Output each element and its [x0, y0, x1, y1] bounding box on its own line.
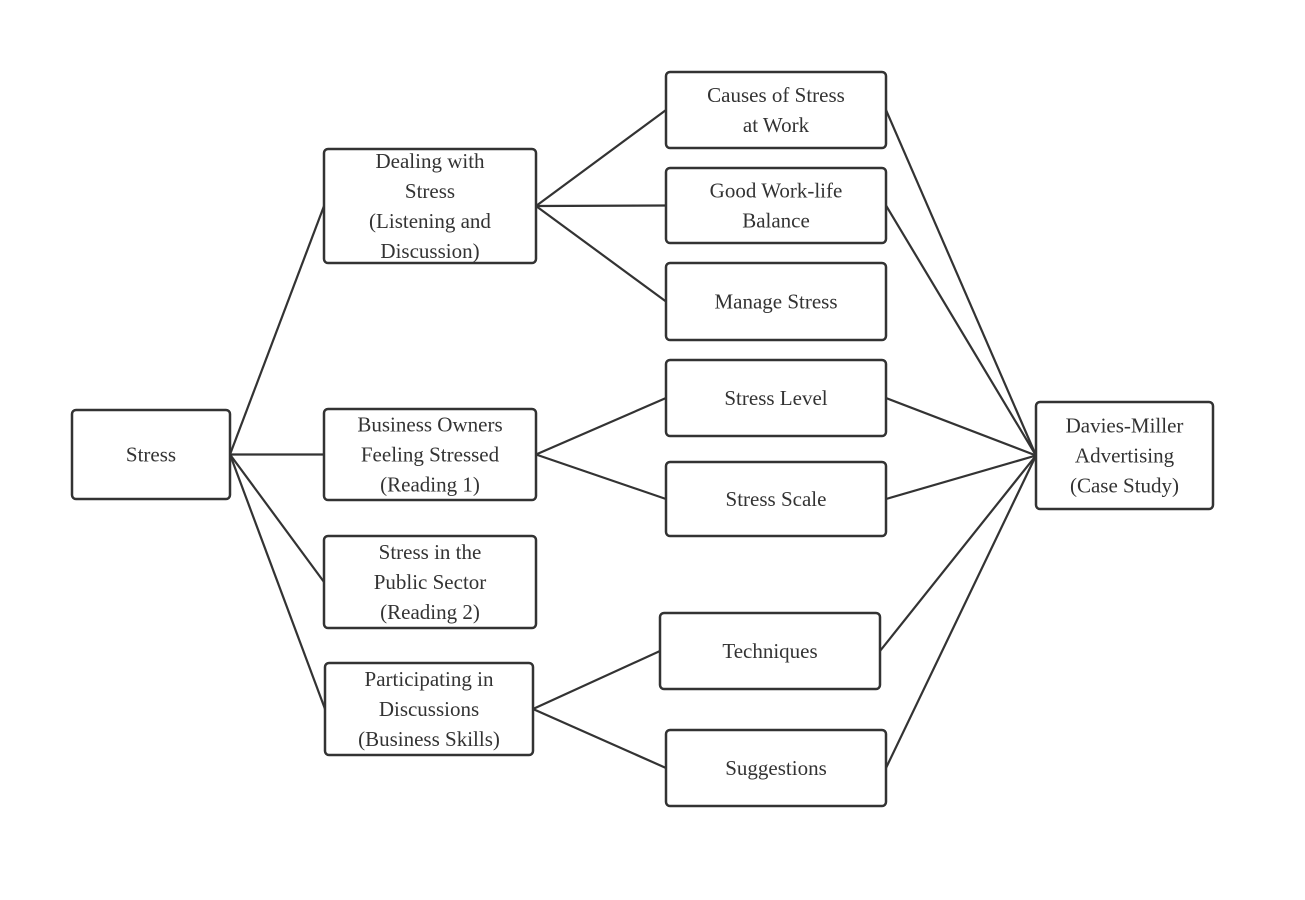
node-label-balance: Balance — [742, 209, 810, 233]
node-label-case-study: Davies-Miller — [1066, 414, 1184, 438]
node-box-balance — [664, 166, 888, 245]
node-suggestions: Suggestions — [664, 728, 888, 808]
edge-business-owners-to-scale — [535, 453, 667, 501]
node-box-manage — [664, 261, 888, 342]
node-label-case-study: Advertising — [1075, 444, 1175, 468]
node-label-public-sector: Stress in the — [379, 540, 482, 564]
node-box-public-sector — [322, 534, 538, 630]
edge-participating-to-techniques — [532, 649, 661, 711]
node-label-scale: Stress Scale — [726, 487, 827, 511]
node-box-level — [664, 358, 888, 438]
node-label-business-owners: Feeling Stressed — [361, 443, 500, 467]
edge-level-to-case-study — [885, 396, 1037, 457]
node-box-causes — [664, 70, 888, 150]
node-label-participating: (Business Skills) — [358, 727, 500, 751]
node-label-business-owners: (Reading 1) — [380, 473, 480, 497]
node-box-dealing — [322, 147, 538, 265]
edge-suggestions-to-case-study — [885, 455, 1037, 769]
node-label-dealing: Dealing with — [375, 149, 485, 173]
node-label-public-sector: Public Sector — [374, 570, 487, 594]
node-label-dealing: Stress — [405, 179, 455, 203]
node-label-level: Stress Level — [724, 386, 827, 410]
node-label-techniques: Techniques — [722, 639, 817, 663]
edges — [228, 109, 1038, 770]
node-label-dealing: (Listening and — [369, 209, 491, 233]
node-causes: Causes of Stress at Work — [664, 70, 888, 150]
node-box-scale — [664, 460, 888, 538]
node-label-public-sector: (Reading 2) — [380, 600, 480, 624]
edge-dealing-to-causes — [535, 109, 667, 207]
node-box-business-owners — [322, 407, 538, 502]
node-label-manage: Manage Stress — [714, 290, 837, 314]
node-box-stress — [70, 408, 232, 501]
node-level: Stress Level — [664, 358, 888, 438]
edge-stress-to-public-sector — [229, 453, 325, 583]
node-box-case-study — [1034, 400, 1215, 511]
node-box-techniques — [658, 611, 882, 691]
node-label-case-study: (Case Study) — [1070, 474, 1179, 498]
edge-scale-to-case-study — [885, 454, 1037, 501]
node-label-participating: Discussions — [379, 697, 479, 721]
edge-stress-to-dealing — [228, 205, 326, 455]
node-label-causes: Causes of Stress — [707, 83, 845, 107]
edge-participating-to-suggestions — [532, 707, 667, 770]
node-label-balance: Good Work-life — [710, 179, 843, 203]
edge-business-owners-to-level — [535, 396, 667, 456]
node-scale: Stress Scale — [664, 460, 888, 538]
edge-stress-to-participating — [228, 454, 327, 710]
node-label-causes: at Work — [743, 113, 810, 137]
node-label-dealing: Discussion) — [380, 239, 479, 263]
edge-causes-to-case-study — [884, 109, 1038, 456]
node-participating: Participating in Discussions (Business Ski… — [323, 661, 535, 757]
edge-balance-to-case-study — [885, 204, 1037, 457]
node-manage: Manage Stress — [664, 261, 888, 342]
node-techniques: Techniques — [658, 611, 882, 691]
node-box-participating — [323, 661, 535, 757]
node-label-stress: Stress — [126, 443, 176, 467]
node-label-suggestions: Suggestions — [725, 756, 827, 780]
edge-dealing-to-manage — [535, 205, 667, 303]
node-stress: Stress — [70, 408, 232, 501]
node-box-suggestions — [664, 728, 888, 808]
edge-techniques-to-case-study — [879, 454, 1037, 652]
node-label-business-owners: Business Owners — [357, 413, 502, 437]
edge-dealing-to-balance — [535, 204, 667, 208]
node-label-participating: Participating in — [365, 667, 494, 691]
